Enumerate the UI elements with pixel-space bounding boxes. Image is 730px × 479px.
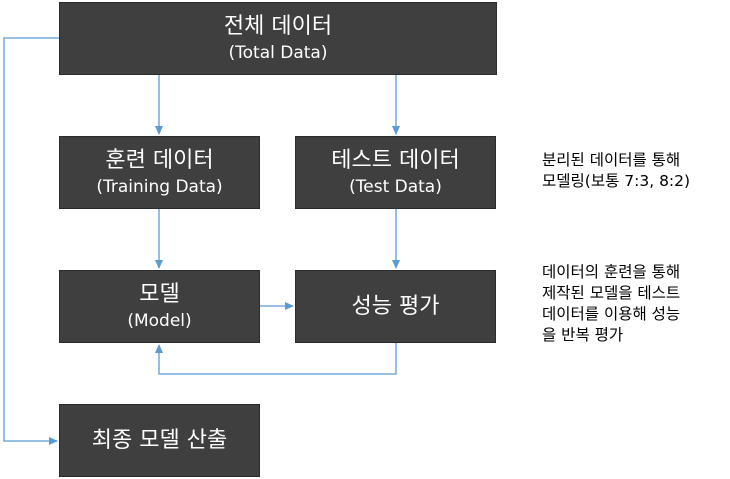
final-model-box: 최종 모델 산출	[59, 404, 260, 477]
iterate-note-line: 데이터의 훈련을 통해	[542, 263, 681, 281]
split-note-line: 모델링(보통 7:3, 8:2)	[542, 172, 691, 190]
performance-evaluation-title: 성능 평가	[351, 293, 440, 319]
test-data-box: 테스트 데이터 (Test Data)	[295, 136, 496, 209]
training-data-subtitle: (Training Data)	[96, 176, 223, 197]
model-title: 모델	[139, 281, 180, 307]
total-data-subtitle: (Total Data)	[228, 42, 328, 63]
performance-evaluation-box: 성능 평가	[295, 270, 496, 343]
split-note-line: 분리된 데이터를 통해	[542, 151, 681, 169]
iterate-note: 데이터의 훈련을 통해 제작된 모델을 테스트 데이터를 이용해 성능 을 반복…	[542, 262, 680, 346]
total-data-box: 전체 데이터 (Total Data)	[59, 2, 497, 75]
iterate-note-line: 데이터를 이용해 성능	[542, 305, 681, 323]
test-data-title: 테스트 데이터	[331, 147, 460, 173]
total-data-title: 전체 데이터	[223, 13, 333, 39]
model-box: 모델 (Model)	[59, 270, 260, 343]
iterate-note-line: 을 반복 평가	[542, 326, 624, 344]
final-model-title: 최종 모델 산출	[91, 427, 228, 453]
iterate-note-line: 제작된 모델을 테스트	[542, 284, 681, 302]
split-note: 분리된 데이터를 통해 모델링(보통 7:3, 8:2)	[542, 150, 690, 192]
model-subtitle: (Model)	[127, 310, 192, 331]
arrow-total-to-final	[3, 37, 59, 445]
test-data-subtitle: (Test Data)	[349, 176, 442, 197]
arrow-eval-feedback-to-model	[155, 343, 397, 375]
training-data-title: 훈련 데이터	[105, 147, 214, 173]
training-data-box: 훈련 데이터 (Training Data)	[59, 136, 260, 209]
